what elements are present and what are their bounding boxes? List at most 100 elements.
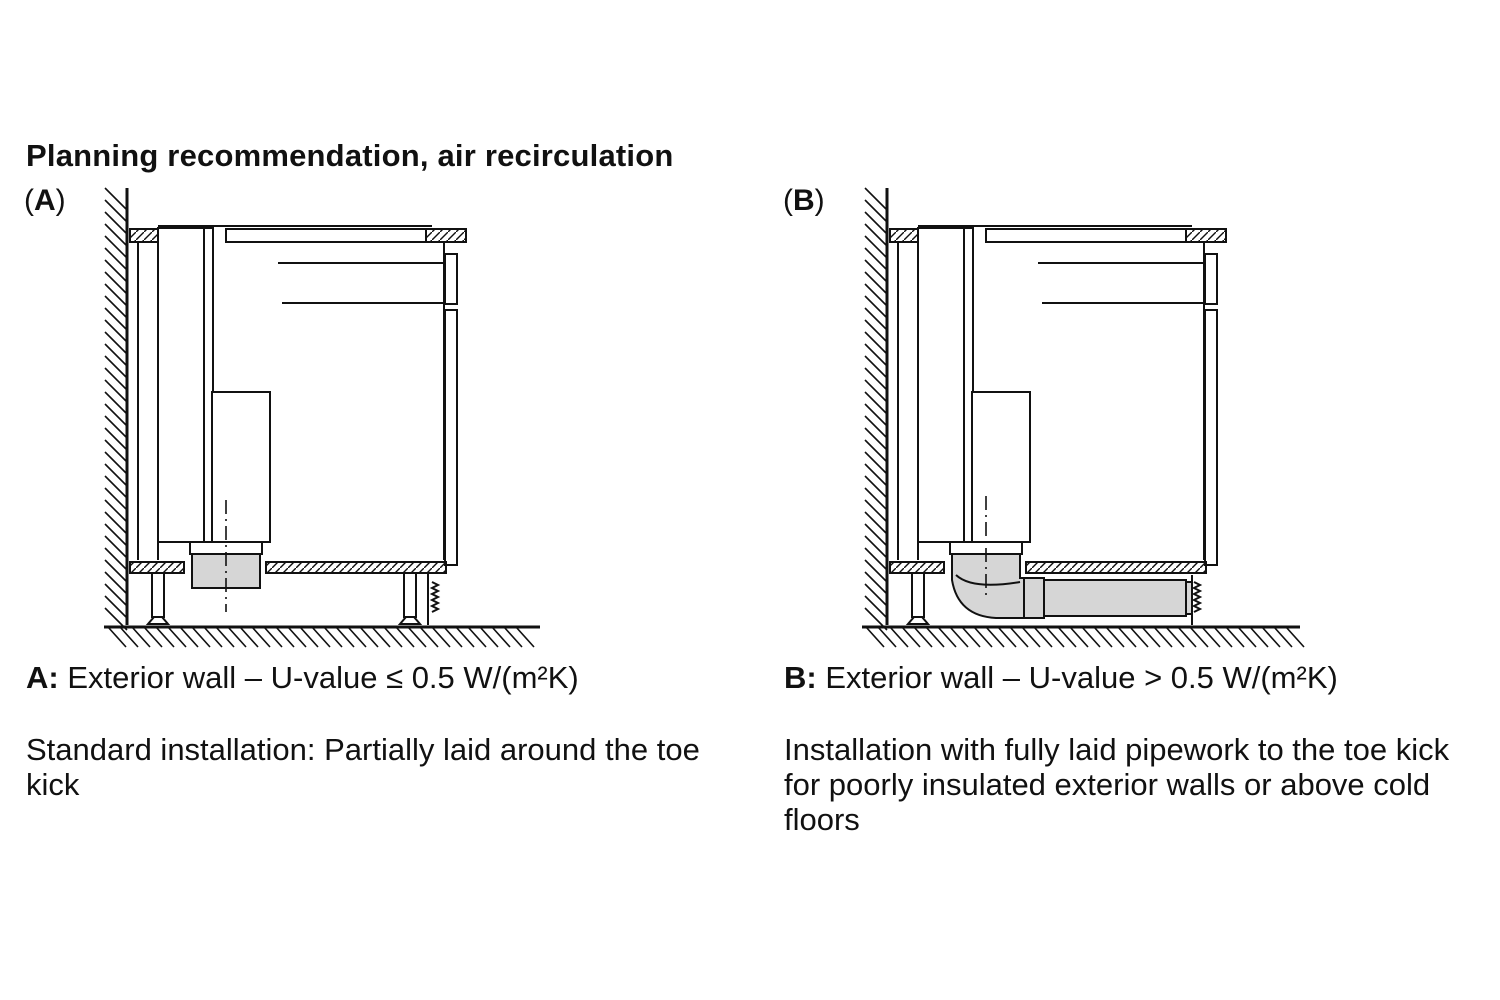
hatch-line (104, 499, 128, 523)
hatch-line (949, 626, 969, 648)
hatch-line (864, 343, 888, 367)
hatch-line (877, 626, 897, 648)
description-b: Installation with fully laid pipework to… (784, 732, 1450, 837)
hatch-line (1105, 626, 1125, 648)
hatch-line (104, 319, 128, 343)
hatch-line (104, 571, 128, 595)
extraction-duct-a (157, 227, 271, 543)
exterior-wall-b (864, 187, 889, 631)
hatch-line (1285, 626, 1305, 648)
hatch-line (323, 626, 343, 648)
hatch-line (1093, 626, 1113, 648)
hatch-line (104, 535, 128, 559)
hatch-line (419, 626, 439, 648)
worktop-a (129, 225, 467, 243)
hatch-line (104, 475, 128, 499)
hatch-line (925, 626, 945, 648)
hatch-line (1021, 626, 1041, 648)
hatch-line (864, 187, 888, 211)
hatch-line (864, 487, 888, 511)
hatch-line (865, 626, 885, 648)
hatch-line (104, 247, 128, 271)
hatch-line (104, 331, 128, 355)
hatch-line (203, 626, 223, 648)
hatch-line (359, 626, 379, 648)
panel-b-label: (B) (783, 184, 825, 217)
hatch-line (864, 595, 888, 619)
hatch-line (1189, 626, 1209, 648)
hatch-line (864, 307, 888, 331)
hatch-line (864, 511, 888, 535)
hatch-line (107, 626, 127, 648)
hatch-line (864, 331, 888, 355)
hatch-line (1261, 626, 1281, 648)
description-a: Standard installation: Partially laid ar… (26, 732, 700, 802)
hatch-line (104, 583, 128, 607)
hatch-line (1141, 626, 1161, 648)
hatch-line (104, 559, 128, 583)
hatch-line (1273, 626, 1293, 648)
hatch-line (864, 379, 888, 403)
hatch-line (287, 626, 307, 648)
hatch-line (503, 626, 523, 648)
base-panel-a (129, 561, 447, 574)
hatch-line (131, 626, 151, 648)
hatch-line (1201, 626, 1221, 648)
hatch-line (104, 595, 128, 619)
hatch-line (1213, 626, 1233, 648)
hatch-line (864, 475, 888, 499)
hatch-line (864, 223, 888, 247)
hatch-line (467, 626, 487, 648)
caption-b-text: Exterior wall – U-value > 0.5 W/(m²K) (825, 660, 1338, 695)
hatch-line (104, 283, 128, 307)
hatch-line (1117, 626, 1137, 648)
hatch-line (104, 343, 128, 367)
panel-a-label: (A) (24, 184, 66, 217)
hatch-line (1009, 626, 1029, 648)
hatch-line (371, 626, 391, 648)
hatch-line (104, 259, 128, 283)
hatch-line (1033, 626, 1053, 648)
hatch-line (104, 199, 128, 223)
hatch-line (104, 547, 128, 571)
hatch-line (864, 319, 888, 343)
hatch-line (515, 626, 535, 648)
caption-a-text: Exterior wall – U-value ≤ 0.5 W/(m²K) (67, 660, 579, 695)
floor-b (862, 625, 1305, 648)
hatch-line (191, 626, 211, 648)
hatch-line (1057, 626, 1077, 648)
hatch-line (864, 271, 888, 295)
hatch-line (864, 571, 888, 595)
hatch-line (864, 391, 888, 415)
worktop-b (889, 225, 1227, 243)
hatch-line (407, 626, 427, 648)
hatch-line (104, 223, 128, 247)
hatch-line (864, 583, 888, 607)
hatch-line (1249, 626, 1269, 648)
hatch-line (155, 626, 175, 648)
hatch-line (937, 626, 957, 648)
hatch-line (864, 355, 888, 379)
hatch-line (864, 259, 888, 283)
hatch-line (335, 626, 355, 648)
hatch-line (104, 487, 128, 511)
hatch-line (275, 626, 295, 648)
hatch-line (227, 626, 247, 648)
hatch-line (1177, 626, 1197, 648)
hatch-line (864, 559, 888, 583)
hatch-line (167, 626, 187, 648)
hatch-line (864, 547, 888, 571)
hatch-line (104, 295, 128, 319)
hatch-line (104, 511, 128, 535)
hatch-line (104, 211, 128, 235)
exterior-wall-a (104, 187, 129, 631)
diagram-a (104, 187, 540, 648)
hatch-line (239, 626, 259, 648)
hatch-line (864, 463, 888, 487)
panel-a-letter: A (34, 184, 56, 217)
hatch-line (104, 235, 128, 259)
hatch-line (973, 626, 993, 648)
hatch-line (864, 199, 888, 223)
hatch-line (864, 535, 888, 559)
